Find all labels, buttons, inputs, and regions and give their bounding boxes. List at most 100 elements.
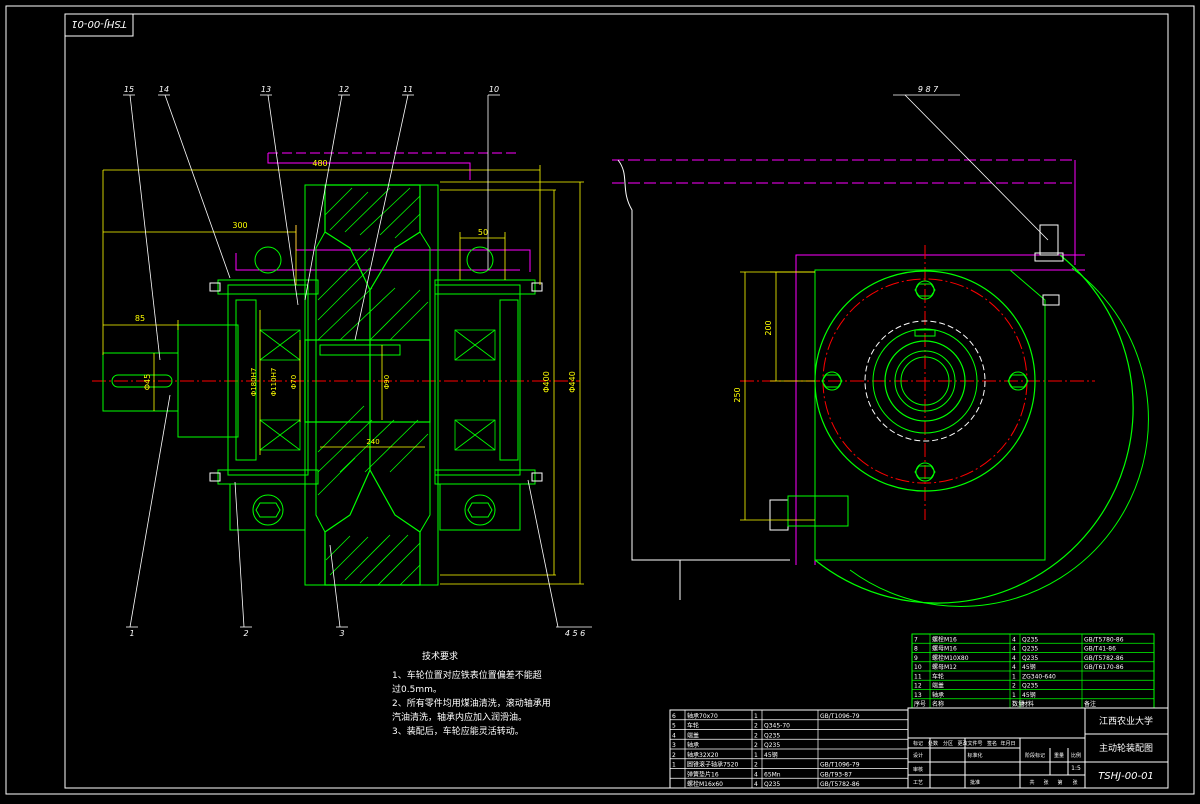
callout-2: 2 <box>243 629 248 638</box>
table-cell: 螺栓M10X80 <box>932 654 969 662</box>
table-cell: Q235 <box>1022 636 1038 643</box>
dim-phi110: Φ110H7 <box>270 368 278 397</box>
table-cell: 轴承32X20 <box>687 751 719 759</box>
tech-note-line: 3、装配后，车轮应能灵活转动。 <box>392 725 524 737</box>
table-cell: 数量 <box>1012 700 1024 708</box>
callout-14: 14 <box>159 85 169 94</box>
dim-85: 85 <box>135 314 145 323</box>
table-cell: 2 <box>1012 683 1016 690</box>
table-cell: Q345-70 <box>764 723 790 730</box>
tb-label: 比例 <box>1071 752 1081 759</box>
table-cell: 材料 <box>1022 700 1034 708</box>
tb-label: 阶段标记 <box>1025 752 1045 759</box>
table-cell: 7 <box>914 636 918 643</box>
side-view: 200 250 9 8 7 <box>612 85 1149 607</box>
table-cell: 端盖 <box>687 731 699 739</box>
table-cell: 4 <box>1012 636 1016 643</box>
table-cell: GB/T5782-86 <box>1084 655 1124 662</box>
table-cell: ZG340-640 <box>1022 673 1056 680</box>
table-cell: GB/T5782-86 <box>820 781 860 788</box>
tb-label: 分区 <box>943 740 953 747</box>
tb-label: 共 <box>1029 779 1034 786</box>
title-block: 江西农业大学 主动轮装配图 TSHJ-00-01 1:5 标记 处数 分区 更改… <box>907 707 1169 789</box>
tb-label: 更改文件号 <box>957 740 982 747</box>
dim-240: 240 <box>366 438 379 446</box>
tb-label: 标记 <box>913 740 923 747</box>
table-cell: 螺母M12 <box>932 663 957 671</box>
dim-phi440: Φ440 <box>568 371 577 393</box>
table-cell: 车轮 <box>687 722 699 730</box>
tb-label: 工艺 <box>913 780 923 786</box>
tech-note-line: 汽油清洗，轴承内应加入润滑油。 <box>392 711 527 723</box>
table-cell: 圆锥滚子轴承7520 <box>687 761 738 769</box>
dim-phi180: Φ180H7 <box>250 368 258 397</box>
tb-label: 设计 <box>913 752 923 759</box>
callout-12: 12 <box>339 85 349 94</box>
table-cell: 1 <box>1012 673 1016 680</box>
table-cell: 4 <box>1012 664 1016 671</box>
table-cell: 11 <box>914 673 922 680</box>
school-name: 江西农业大学 <box>1099 715 1153 727</box>
table-cell: 弹簧垫片16 <box>687 770 719 778</box>
dim-250: 250 <box>733 387 742 402</box>
tb-label: 标准化 <box>967 752 982 759</box>
table-cell: 2 <box>754 732 758 739</box>
table-cell: 1 <box>672 762 676 769</box>
tech-note-line: 2、所有零件均用煤油清洗，滚动轴承用 <box>392 697 551 709</box>
table-cell: 1 <box>1012 692 1016 699</box>
table-cell: 备注 <box>1084 700 1096 708</box>
tech-note-line: 1、车轮位置对应铁表位置偏差不能超 <box>392 669 542 681</box>
dim-phi45: Φ45 <box>143 374 152 390</box>
table-cell: 6 <box>672 713 676 720</box>
table-cell: 1 <box>754 752 758 759</box>
corner-drawing-number: TSHJ-00-01 <box>71 18 127 29</box>
callout-10: 10 <box>489 85 499 94</box>
inner-frame <box>64 13 1169 789</box>
tb-label: 张 <box>1072 779 1077 786</box>
callout-9-8-7: 9 8 7 <box>918 85 939 94</box>
table-cell: 2 <box>754 723 758 730</box>
table-cell: Q235 <box>764 732 780 739</box>
table-cell: 2 <box>754 762 758 769</box>
table-cell: 2 <box>754 742 758 749</box>
table-cell: 名称 <box>932 700 944 708</box>
dim-phi90: Φ90 <box>383 375 391 389</box>
dim-300: 300 <box>232 221 247 230</box>
table-cell: 1 <box>754 713 758 720</box>
scale-value: 1:5 <box>1071 765 1081 772</box>
callout-1: 1 <box>129 629 134 638</box>
table-cell: 5 <box>672 723 676 730</box>
table-cell: GB/T1096-79 <box>820 713 860 720</box>
dim-200: 200 <box>764 320 773 335</box>
table-cell: 4 <box>754 771 758 778</box>
dim-phi400: Φ400 <box>542 371 551 393</box>
outer-frame <box>5 5 1195 795</box>
tb-label: 张 <box>1043 779 1048 786</box>
table-cell: 9 <box>914 655 918 662</box>
table-cell: 轴承 <box>932 691 944 699</box>
table-cell: 轴承 <box>687 741 699 749</box>
table-cell: 序号 <box>914 700 926 708</box>
table-cell: 4 <box>672 732 676 739</box>
callout-4-5-6: 4 5 6 <box>565 629 585 638</box>
table-cell: 45钢 <box>764 751 778 759</box>
table-cell: 端盖 <box>932 682 944 690</box>
table-cell: 螺栓M16 <box>932 635 957 643</box>
callout-3: 3 <box>339 629 344 638</box>
table-cell: 螺栓M16x60 <box>687 780 723 788</box>
table-cell: GB/T93-87 <box>820 771 852 778</box>
tb-label: 批准 <box>970 779 980 786</box>
table-cell: GB/T5780-86 <box>1084 636 1124 643</box>
table-cell: 4 <box>1012 646 1016 653</box>
callout-15: 15 <box>124 85 134 94</box>
table-cell: 车轮 <box>932 672 944 680</box>
table-cell: 45钢 <box>1022 691 1036 699</box>
drawing-name: 主动轮装配图 <box>1099 742 1153 754</box>
table-cell: GB/T6170-86 <box>1084 664 1124 671</box>
table-cell: 螺母M16 <box>932 645 957 653</box>
front-section-view: 480 300 85 50 Φ400 Φ440 Φ45 Φ180H7 Φ110H… <box>92 85 592 638</box>
table-cell: 轴承70x70 <box>687 712 718 720</box>
